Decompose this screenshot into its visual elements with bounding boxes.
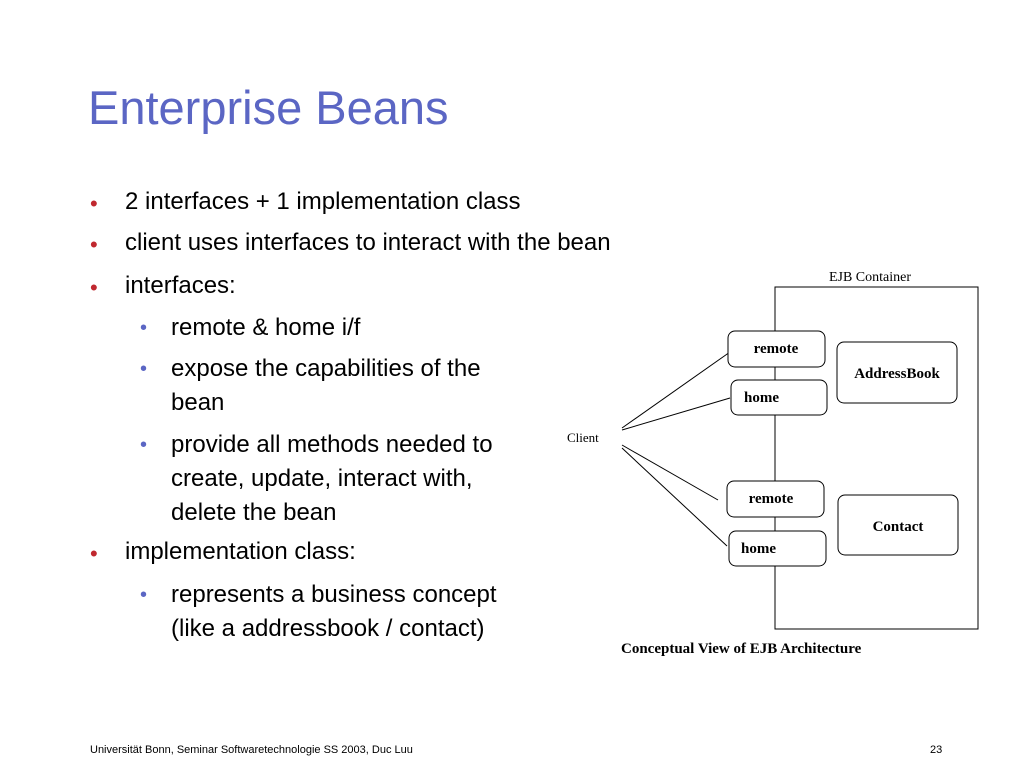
bean-label: Contact: [873, 519, 924, 535]
connector-line: [621, 444, 719, 501]
bullet-marker: •: [90, 541, 98, 566]
bullet-marker: •: [90, 191, 98, 216]
connector-line: [621, 397, 731, 431]
interface-home-1: home: [730, 379, 828, 416]
interface-label: home: [741, 541, 776, 557]
diagram-caption: Conceptual View of EJB Architecture: [621, 641, 862, 657]
client-connectors: [621, 351, 731, 547]
bullet-interfaces-count: 2 interfaces + 1 implementation class: [125, 188, 521, 215]
bullet-client-uses: client uses interfaces to interact with …: [125, 229, 611, 256]
bullet-marker: •: [90, 275, 98, 300]
sub-bullet-marker: •: [140, 434, 148, 456]
connector-line: [621, 351, 731, 429]
bean-addressbook: AddressBook: [836, 341, 958, 404]
slide-title: Enterprise Beans: [88, 81, 449, 134]
slide-footer: Universität Bonn, Seminar Softwaretechno…: [90, 744, 413, 756]
sub-bullet-marker: •: [140, 584, 148, 606]
sub-bullet-marker: •: [140, 317, 148, 339]
ejb-container-label: EJB Container: [829, 270, 911, 285]
ejb-container-box: [774, 286, 979, 630]
sub-bullet-marker: •: [140, 358, 148, 380]
client-label: Client: [567, 430, 599, 445]
bean-label: AddressBook: [854, 366, 940, 382]
bullet-marker: •: [90, 232, 98, 257]
bullet-interfaces: interfaces:: [125, 272, 236, 299]
interface-label: home: [744, 390, 779, 406]
connector-line: [621, 447, 728, 547]
sub-bullet-business-concept: represents a business concept (like a ad…: [171, 581, 497, 642]
page-number: 23: [930, 744, 943, 756]
interface-remote-1: remote: [727, 330, 826, 368]
bean-contact: Contact: [837, 494, 959, 556]
sub-bullet-remote-home: remote & home i/f: [171, 314, 361, 341]
interface-home-2: home: [728, 530, 827, 567]
bullet-implementation-class: implementation class:: [125, 538, 356, 565]
interface-label: remote: [749, 491, 794, 507]
sub-bullet-expose: expose the capabilities of the bean: [171, 355, 481, 416]
interface-remote-2: remote: [726, 480, 825, 518]
sub-bullet-provide-methods: provide all methods needed to create, up…: [171, 431, 493, 526]
interface-label: remote: [754, 341, 799, 357]
